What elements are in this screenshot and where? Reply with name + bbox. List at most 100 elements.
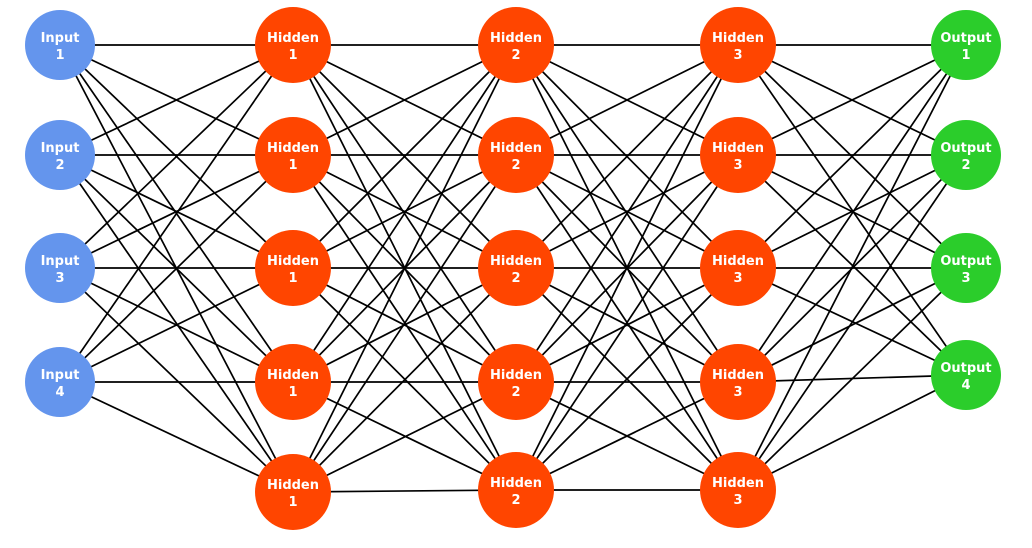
edge-hidden-layer-2-n5-to-hidden-layer-3-n3: [515, 267, 739, 491]
input-layer-node-1-label-line1: Input: [41, 31, 80, 46]
hidden-layer-1-node-5-label-line1: Hidden: [267, 478, 319, 493]
hidden-layer-3-node-1-label-line1: Hidden: [712, 31, 764, 46]
edge-hidden-layer-1-n5-to-hidden-layer-2-n1: [292, 44, 517, 493]
hidden-layer-1-node-3-label-line1: Hidden: [267, 254, 319, 269]
hidden-layer-2-node-1-label-line1: Hidden: [490, 31, 542, 46]
hidden-layer-3-node-1: Hidden 3: [700, 7, 776, 83]
hidden-layer-1-node-2-circle: [255, 117, 331, 193]
edge-hidden-layer-1-n4-to-hidden-layer-2-n5: [292, 381, 517, 491]
edge-input-layer-n2-to-hidden-layer-1-n5: [59, 154, 294, 493]
hidden-layer-3-node-4-label-line1: Hidden: [712, 368, 764, 383]
edge-hidden-layer-3-n2-to-output-layer-n4: [737, 154, 967, 376]
input-layer-node-3-label-line1: Input: [41, 254, 80, 269]
edge-hidden-layer-1-n5-to-hidden-layer-2-n4: [292, 381, 517, 493]
hidden-layer-1-node-4-label-line1: Hidden: [267, 368, 319, 383]
edge-hidden-layer-2-n4-to-hidden-layer-3-n3: [515, 267, 739, 383]
hidden-layer-3-node-4-circle: [700, 344, 776, 420]
hidden-layer-3-node-3-circle: [700, 230, 776, 306]
edge-input-layer-n4-to-hidden-layer-1-n5: [59, 381, 294, 493]
edge-hidden-layer-1-n5-to-hidden-layer-2-n3: [292, 267, 517, 493]
output-layer-node-3-circle: [931, 233, 1001, 303]
hidden-layer-3-node-3: Hidden 3: [700, 230, 776, 306]
hidden-layer-3-node-4-label-line2: 3: [733, 385, 742, 400]
edge-hidden-layer-2-n5-to-hidden-layer-3-n4: [515, 381, 739, 491]
hidden-layer-3-node-2-label-line2: 3: [733, 158, 742, 173]
output-layer-node-4-label-line2: 4: [961, 378, 970, 393]
output-layer-node-2-label-line1: Output: [940, 141, 991, 156]
input-layer-node-1-circle: [25, 10, 95, 80]
hidden-layer-2-node-1-label-line2: 2: [511, 48, 520, 63]
hidden-layer-2-node-2-label-line1: Hidden: [490, 141, 542, 156]
edge-hidden-layer-3-n5-to-output-layer-n4: [737, 374, 967, 491]
input-layer-node-4-label-line1: Input: [41, 368, 80, 383]
output-layer-node-2: Output 2: [931, 120, 1001, 190]
hidden-layer-3-node-5-circle: [700, 452, 776, 528]
output-layer-node-2-label-line2: 2: [961, 158, 970, 173]
edge-hidden-layer-2-n5-to-hidden-layer-3-n2: [515, 154, 739, 491]
output-layer-node-3-label-line1: Output: [940, 254, 991, 269]
edge-input-layer-n2-to-hidden-layer-1-n1: [59, 44, 294, 156]
input-layer-node-3: Input 3: [25, 233, 95, 303]
hidden-layer-2-node-4-label-line2: 2: [511, 385, 520, 400]
edge-hidden-layer-3-n5-to-output-layer-n3: [737, 267, 967, 491]
edge-hidden-layer-3-n3-to-output-layer-n1: [737, 44, 967, 269]
hidden-layer-2-node-5-label-line1: Hidden: [490, 476, 542, 491]
edge-hidden-layer-3-n1-to-output-layer-n4: [737, 44, 967, 376]
edge-hidden-layer-3-n5-to-output-layer-n1: [737, 44, 967, 491]
edge-hidden-layer-3-n3-to-output-layer-n2: [737, 154, 967, 269]
hidden-layer-2-node-2-label-line2: 2: [511, 158, 520, 173]
edge-hidden-layer-2-n5-to-hidden-layer-3-n1: [515, 44, 739, 491]
edge-hidden-layer-1-n2-to-hidden-layer-2-n1: [292, 44, 517, 156]
output-layer-node-1-label-line2: 1: [961, 48, 970, 63]
hidden-layer-1-node-3-label-line2: 1: [288, 271, 297, 286]
output-layer-node-2-circle: [931, 120, 1001, 190]
hidden-layer-2-node-2-circle: [478, 117, 554, 193]
output-layer-node-4: Output 4: [931, 340, 1001, 410]
hidden-layer-3-node-5-label-line2: 3: [733, 493, 742, 508]
input-layer-node-2-label-line1: Input: [41, 141, 80, 156]
edge-hidden-layer-1-n3-to-hidden-layer-2-n2: [292, 154, 517, 269]
hidden-layer-2-node-5-circle: [478, 452, 554, 528]
hidden-layer-1-node-1-label-line1: Hidden: [267, 31, 319, 46]
hidden-layer-3-node-1-circle: [700, 7, 776, 83]
hidden-layer-1-node-4-circle: [255, 344, 331, 420]
hidden-layer-2-node-3-circle: [478, 230, 554, 306]
edge-hidden-layer-3-n4-to-output-layer-n1: [737, 44, 967, 383]
hidden-layer-3-node-2-circle: [700, 117, 776, 193]
hidden-layer-2-node-4-circle: [478, 344, 554, 420]
hidden-layer-2-node-3-label-line2: 2: [511, 271, 520, 286]
output-layer-node-3: Output 3: [931, 233, 1001, 303]
hidden-layer-2-node-1-circle: [478, 7, 554, 83]
hidden-layer-2-node-3: Hidden 2: [478, 230, 554, 306]
hidden-layer-3-node-3-label-line1: Hidden: [712, 254, 764, 269]
hidden-layer-3-node-2-label-line1: Hidden: [712, 141, 764, 156]
hidden-layer-2-node-3-label-line1: Hidden: [490, 254, 542, 269]
output-layer-node-4-label-line1: Output: [940, 361, 991, 376]
output-layer-node-4-circle: [931, 340, 1001, 410]
hidden-layer-3-node-3-label-line2: 3: [733, 271, 742, 286]
input-layer-node-3-label-line2: 3: [55, 271, 64, 286]
edges-group: [59, 44, 967, 493]
edge-hidden-layer-2-n4-to-hidden-layer-3-n1: [515, 44, 739, 383]
hidden-layer-3-node-1-label-line2: 3: [733, 48, 742, 63]
input-layer-node-2-circle: [25, 120, 95, 190]
edge-input-layer-n4-to-hidden-layer-1-n1: [59, 44, 294, 383]
hidden-layer-1-node-2-label-line2: 1: [288, 158, 297, 173]
hidden-layer-1-node-5-label-line2: 1: [288, 495, 297, 510]
output-layer-node-3-label-line2: 3: [961, 271, 970, 286]
edge-input-layer-n3-to-hidden-layer-1-n1: [59, 44, 294, 269]
